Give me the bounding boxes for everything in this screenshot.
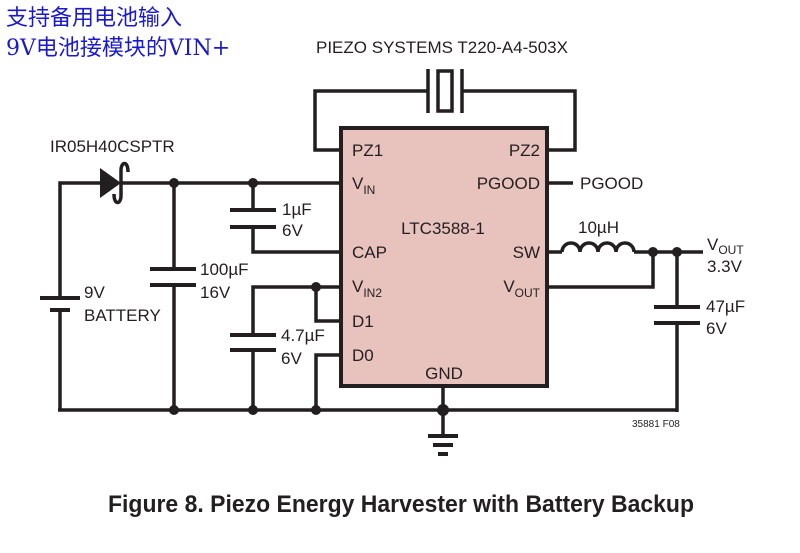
piezo-label: PIEZO SYSTEMS T220-A4-503X [316, 38, 568, 57]
pin-gnd: GND [425, 364, 463, 383]
capacitor-bulk-voltage: 16V [200, 283, 231, 302]
piezo-element [313, 69, 577, 152]
pin-vin: VIN [352, 174, 375, 197]
junction-dot [169, 405, 179, 415]
inductor-icon [560, 241, 636, 253]
battery-positive-wire [58, 181, 100, 298]
capacitor-vin2-voltage: 6V [281, 349, 302, 368]
pgood-output-label: PGOOD [580, 174, 643, 193]
ground-icon [428, 434, 458, 456]
pin-vout: VOUT [503, 277, 540, 300]
pin-vin2: VIN2 [352, 277, 382, 300]
pin-sw: SW [513, 243, 540, 262]
battery-voltage: 9V [84, 283, 105, 302]
inductor-value: 10µH [578, 218, 619, 237]
diode-label: IR05H40CSPTR [50, 137, 175, 156]
capacitor-out-value: 47µF [706, 297, 745, 316]
capacitor-cap-value: 1µF [282, 200, 312, 219]
pin-d1: D1 [352, 312, 374, 331]
capacitor-cap [230, 183, 341, 254]
vout-output-label: VOUT [707, 235, 744, 257]
d0-tie-wire [314, 353, 341, 410]
pin-pz2: PZ2 [509, 141, 540, 160]
capacitor-vin2-value: 4.7µF [281, 326, 325, 345]
annotation-line-2: 9V电池接模块的VIN+ [6, 36, 231, 61]
capacitor-bulk-value: 100µF [200, 260, 249, 279]
annotation-line-1: 支持备用电池输入 [6, 6, 183, 31]
vout-feedback-wire [547, 252, 655, 289]
junction-dot [248, 405, 258, 415]
capacitor-cap-voltage: 6V [282, 221, 303, 240]
pin-cap: CAP [352, 243, 387, 262]
figure-id: 35881 F08 [632, 419, 680, 430]
battery-icon [40, 296, 80, 410]
capacitor-out [654, 252, 700, 412]
ic-part-number: LTC3588-1 [401, 219, 485, 238]
pin-pz1: PZ1 [352, 141, 383, 160]
d1-tie-wire [314, 287, 341, 323]
junction-dot [311, 405, 321, 415]
pin-d0: D0 [352, 346, 374, 365]
figure-caption: Figure 8. Piezo Energy Harvester with Ba… [108, 491, 694, 518]
pin-pgood: PGOOD [477, 174, 540, 193]
junction-dot [311, 282, 321, 292]
capacitor-bulk [150, 183, 196, 410]
battery-label: BATTERY [84, 306, 161, 325]
capacitor-out-voltage: 6V [706, 319, 727, 338]
vout-output-value: 3.3V [707, 257, 743, 276]
